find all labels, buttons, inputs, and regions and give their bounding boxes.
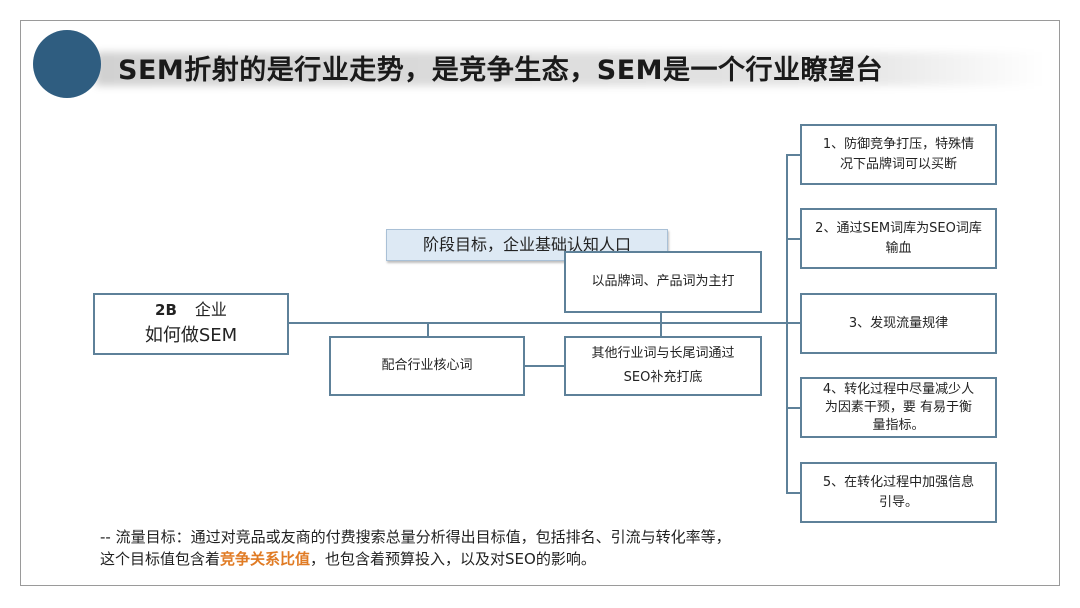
connector-bracket-vertical <box>786 154 788 494</box>
right-item-4-line1: 4、转化过程中尽量减少人 <box>822 381 975 397</box>
right-item-4-line2: 为因素干预，要 有易于衡 <box>824 399 973 415</box>
traffic-goal-line-2-pre: 这个目标值包含着 <box>100 550 221 568</box>
right-item-2-line1: 2、通过SEM词库为SEO词库 <box>815 220 982 236</box>
connector-right-5 <box>786 492 800 494</box>
right-item-3: 3、发现流量规律 <box>800 293 997 354</box>
right-item-1: 1、防御竞争打压，特殊情 况下品牌词可以买断 <box>800 124 997 185</box>
title-circle-icon <box>33 30 101 98</box>
traffic-goal-line-2: 这个目标值包含着竞争关系比值，也包含着预算投入，以及对SEO的影响。 <box>100 548 731 570</box>
connector-core-to-seo <box>525 365 565 367</box>
root-node: 2B 企业 如何做SEM <box>93 293 289 355</box>
right-item-5: 5、在转化过程中加强信息 引导。 <box>800 462 997 523</box>
connector-core-vertical <box>427 322 429 336</box>
connector-right-3 <box>786 322 800 324</box>
right-item-2: 2、通过SEM词库为SEO词库 输血 <box>800 208 997 269</box>
core-words-node: 配合行业核心词 <box>329 336 525 396</box>
competition-ratio-highlight: 竞争关系比值 <box>220 550 311 568</box>
seo-supplement-node: 其他行业词与长尾词通过 SEO补充打底 <box>564 336 762 396</box>
connector-seo-vertical <box>660 322 662 336</box>
right-item-4-line3: 量指标。 <box>872 417 925 433</box>
brand-words-text: 以品牌词、产品词为主打 <box>591 274 735 289</box>
title-shadow <box>95 52 1045 86</box>
page-title: SEM折射的是行业走势，是竞争生态，SEM是一个行业瞭望台 <box>118 55 884 86</box>
root-label-enterprise: 企业 <box>194 300 227 319</box>
traffic-goal-note: -- 流量目标：通过对竞品或友商的付费搜索总量分析得出目标值，包括排名、引流与转… <box>100 526 731 570</box>
connector-right-4 <box>786 407 800 409</box>
core-words-text: 配合行业核心词 <box>381 358 473 373</box>
stage-goal-label: 阶段目标，企业基础认知人口 <box>386 229 668 261</box>
root-label-how: 如何做SEM <box>144 325 238 346</box>
right-item-1-line2: 况下品牌词可以买断 <box>839 156 957 172</box>
right-item-5-line1: 5、在转化过程中加强信息 <box>822 474 975 490</box>
traffic-goal-line-2-post: ，也包含着预算投入，以及对SEO的影响。 <box>310 550 596 568</box>
seo-supplement-text-1: 其他行业词与长尾词通过 <box>591 346 735 361</box>
right-item-3-line1: 3、发现流量规律 <box>848 315 949 331</box>
root-label-2b: 2B <box>155 301 177 319</box>
connector-brand-vertical <box>660 312 662 323</box>
connector-right-1 <box>786 154 800 156</box>
connector-right-2 <box>786 238 800 240</box>
traffic-goal-line-1: -- 流量目标：通过对竞品或友商的付费搜索总量分析得出目标值，包括排名、引流与转… <box>100 528 731 546</box>
seo-supplement-text-2: SEO补充打底 <box>623 370 703 385</box>
right-item-4: 4、转化过程中尽量减少人 为因素干预，要 有易于衡 量指标。 <box>800 377 997 438</box>
right-item-2-line2: 输血 <box>885 240 912 256</box>
right-item-1-line1: 1、防御竞争打压，特殊情 <box>822 136 975 152</box>
brand-words-node: 以品牌词、产品词为主打 <box>564 251 762 313</box>
right-item-5-line2: 引导。 <box>878 494 918 510</box>
connector-main-horizontal <box>289 322 799 324</box>
